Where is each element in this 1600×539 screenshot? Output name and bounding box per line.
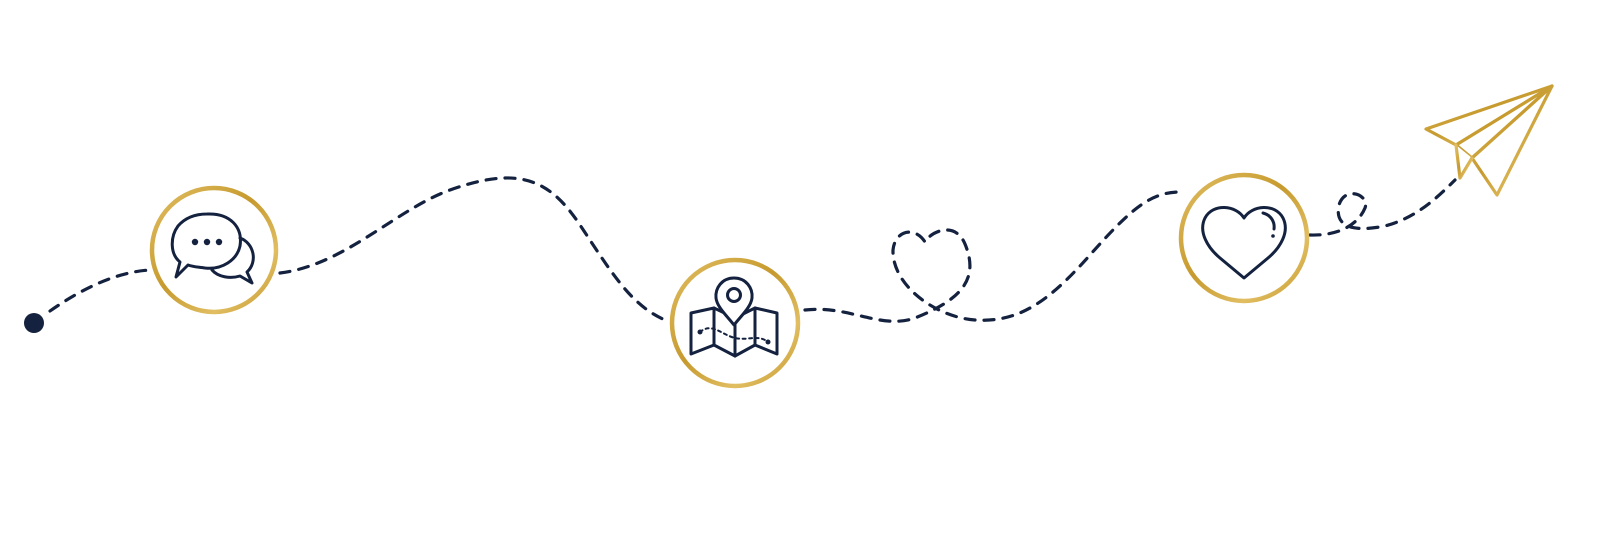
paper-plane-icon <box>1424 84 1554 197</box>
dashed-path <box>48 176 1457 323</box>
path-segment-3 <box>803 190 1182 323</box>
path-segment-4 <box>1308 178 1457 237</box>
chat-bubbles-icon <box>170 212 255 285</box>
gold-ring <box>149 185 279 315</box>
stage-chat <box>149 185 279 315</box>
path-segment-2 <box>278 176 667 322</box>
start-dot <box>24 313 44 333</box>
path-segment-1 <box>48 268 152 313</box>
map-pin-icon <box>689 276 779 358</box>
gold-ring <box>1178 172 1310 304</box>
stage-map <box>669 257 801 389</box>
heart-icon <box>1201 206 1287 280</box>
stage-heart <box>1178 172 1310 304</box>
